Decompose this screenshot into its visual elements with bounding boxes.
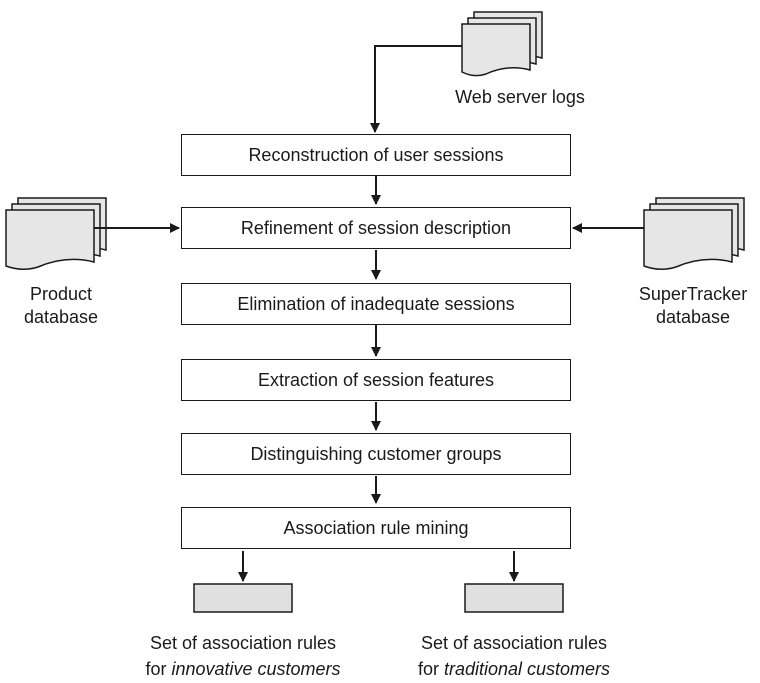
supertracker-database-label-line2: database [655,307,731,327]
traditional-rules-result-box [464,583,564,613]
step-label: Extraction of session features [257,369,495,390]
step-refinement-box: Refinement of session description [181,207,571,249]
step-label: Refinement of session description [240,217,512,238]
product-database-document-icon [5,197,107,270]
innovative-rules-label-line1: Set of association rules [149,633,337,653]
innovative-rules-label-line2: for innovative customers [113,656,373,682]
arrow-weblogs-to-reconstruction [370,45,462,133]
supertracker-database-document-icon [643,197,745,270]
step-label: Association rule mining [283,517,469,538]
traditional-rules-prefix: for [417,659,444,679]
traditional-rules-label-line2: for traditional customers [384,656,644,682]
step-extraction-box: Extraction of session features [181,359,571,401]
step-label: Reconstruction of user sessions [248,144,504,165]
supertracker-database-label: SuperTracker database [626,283,760,329]
traditional-rules-emphasis: traditional customers [443,659,611,679]
product-database-label-line2: database [23,307,99,327]
step-association-box: Association rule mining [181,507,571,549]
step-label: Distinguishing customer groups [250,443,502,464]
step-reconstruction-box: Reconstruction of user sessions [181,134,571,176]
web-server-logs-document-icon [461,11,543,77]
step-distinguishing-box: Distinguishing customer groups [181,433,571,475]
innovative-rules-emphasis: innovative customers [171,659,341,679]
innovative-rules-label: Set of association rules for innovative … [113,630,373,682]
innovative-rules-prefix: for [145,659,172,679]
supertracker-database-label-line1: SuperTracker [638,284,748,304]
product-database-label-line1: Product [29,284,93,304]
connectors [94,45,644,582]
product-database-label: Product database [6,283,116,329]
traditional-rules-label: Set of association rules for traditional… [384,630,644,682]
step-elimination-box: Elimination of inadequate sessions [181,283,571,325]
innovative-rules-result-box [193,583,293,613]
step-label: Elimination of inadequate sessions [237,293,515,314]
web-server-logs-label: Web server logs [455,87,585,107]
traditional-rules-label-line1: Set of association rules [420,633,608,653]
